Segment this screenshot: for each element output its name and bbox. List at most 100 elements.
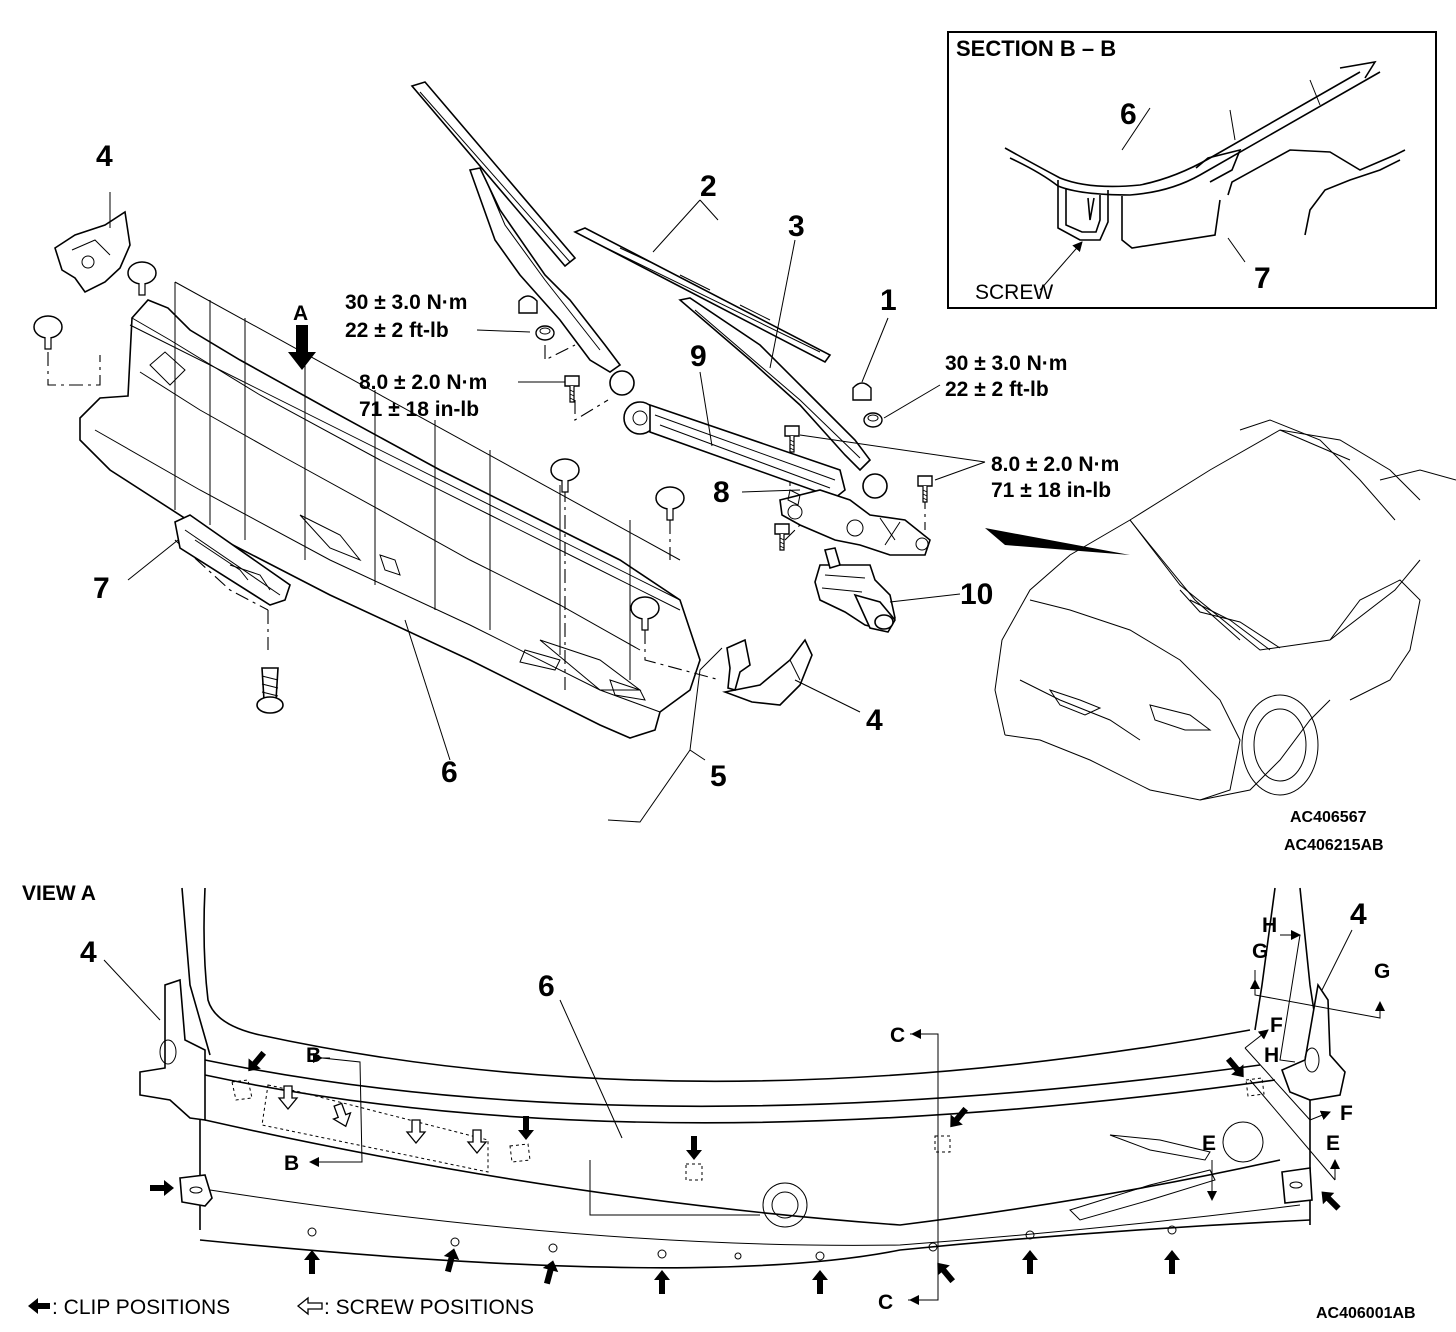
- section-line-f: [1244, 1029, 1269, 1049]
- cowl-inner-line: [209, 1189, 1301, 1246]
- clip-position-13: [686, 1136, 702, 1160]
- alignment-line-1: [47, 352, 101, 386]
- callout-9: 9: [690, 340, 707, 373]
- clip-position-12: [518, 1116, 534, 1140]
- leader-2: [652, 199, 719, 253]
- screw-position-4: [467, 1129, 487, 1154]
- right-lower-vent: [1069, 1169, 1216, 1221]
- right-vent-slot: [1109, 1134, 1211, 1161]
- leader-view-a-6: [559, 999, 623, 1139]
- letter-h-top: H: [1262, 914, 1277, 937]
- leader-7: [127, 539, 179, 581]
- torque-mid-right-inlb: 71 ± 18 in-lb: [991, 479, 1111, 502]
- bolt-right: [917, 475, 933, 503]
- push-clip-5: [726, 638, 751, 691]
- cap-right: [852, 382, 872, 401]
- drain-opening-right: [1222, 1121, 1264, 1163]
- side-cover-hole-right: [1304, 1047, 1320, 1073]
- windshield-edge: [259, 1029, 1251, 1083]
- leader-3: [769, 239, 796, 369]
- wiper-blade-2: [573, 227, 832, 364]
- bottom-clip-holes: [307, 1225, 1177, 1261]
- figure-code-3: AC406001AB: [1316, 1305, 1416, 1322]
- alignment-line-5: [544, 344, 576, 361]
- letter-g-left: G: [1252, 940, 1268, 963]
- wiper-link-assembly: [609, 370, 931, 556]
- nut-right: [863, 412, 883, 428]
- cowl-top-panel: [79, 281, 701, 739]
- letter-b-top: B: [306, 1044, 321, 1067]
- clip-position-5: [812, 1270, 828, 1294]
- clip-position-4: [654, 1270, 670, 1294]
- cap-left: [518, 295, 538, 314]
- letter-g-right: G: [1374, 960, 1390, 983]
- callout-4-lower: 4: [866, 704, 883, 737]
- view-a-callout-6: 6: [538, 970, 555, 1003]
- leader-8: [741, 489, 801, 493]
- section-line-h: [1279, 934, 1301, 1063]
- torque-mid-right-nm: 8.0 ± 2.0 N·m: [991, 453, 1119, 476]
- torque-mid-left-inlb: 71 ± 18 in-lb: [359, 398, 479, 421]
- bracket-right: [1281, 1167, 1313, 1204]
- tapping-screw: [256, 667, 284, 714]
- clip-position-10: [1315, 1185, 1345, 1215]
- view-arrow-label: A: [293, 302, 308, 325]
- section-bb-inset: SECTION B – B 6 7 SCREW: [947, 31, 1437, 309]
- clip-position-14: [944, 1103, 972, 1133]
- view-a-callout-4-left: 4: [80, 936, 97, 969]
- view-a-callout-4-right: 4: [1350, 898, 1367, 931]
- screw-position-3: [406, 1119, 426, 1144]
- torque-top-right-ftlb: 22 ± 2 ft-lb: [945, 378, 1049, 401]
- clip-position-6: [931, 1257, 959, 1287]
- legend-clip-label: : CLIP POSITIONS: [52, 1296, 230, 1319]
- leader-torque-top-left: [476, 329, 531, 333]
- vehicle-locator: [985, 419, 1456, 801]
- exploded-view: 4 2 3 1 9 8 10 7 6 4 5 A 30 ± 3.0 N·m 22…: [33, 81, 1119, 823]
- side-cover-lower-right: [722, 638, 813, 706]
- view-a-side-cover-right: [1280, 982, 1346, 1101]
- clip-position-8: [1164, 1250, 1180, 1274]
- side-cover-upper-left: [54, 210, 131, 294]
- clip-grommet-2: [33, 315, 63, 350]
- leader-10: [889, 593, 961, 603]
- leader-9: [699, 371, 713, 447]
- drain-opening-left: [762, 1182, 808, 1228]
- seal-part-7: [174, 514, 291, 606]
- callout-5: 5: [710, 760, 727, 793]
- leader-torque-top-right: [883, 384, 941, 419]
- wiper-arm-left: [410, 81, 622, 373]
- section-callout-7: 7: [1254, 262, 1271, 295]
- section-line-e: [1249, 1079, 1336, 1181]
- legend-clip-arrow-icon: [28, 1298, 50, 1314]
- leader-1: [861, 317, 889, 383]
- callout-10: 10: [960, 578, 993, 611]
- torque-mid-left-nm: 8.0 ± 2.0 N·m: [359, 371, 487, 394]
- view-arrow-a: [288, 325, 316, 370]
- callout-3: 3: [788, 210, 805, 243]
- bolt-left: [564, 375, 580, 403]
- letter-b-bottom: B: [284, 1152, 299, 1175]
- wiper-motor: [814, 547, 896, 633]
- leader-6: [404, 619, 451, 761]
- torque-top-left-ftlb: 22 ± 2 ft-lb: [345, 319, 449, 342]
- left-pillar-inner: [203, 887, 261, 1036]
- section-bb-title: SECTION B – B: [956, 36, 1116, 61]
- right-pillar-outer: [1254, 887, 1276, 1031]
- callout-1: 1: [880, 284, 897, 317]
- nut-left: [535, 325, 555, 341]
- clip-grommet-3: [550, 458, 580, 493]
- center-box-line: [589, 1160, 760, 1216]
- side-cover-hole-left: [159, 1039, 177, 1065]
- clip-position-15: [1222, 1053, 1250, 1083]
- callout-8: 8: [713, 476, 730, 509]
- legend: : CLIP POSITIONS : SCREW POSITIONS AC406…: [28, 1296, 1416, 1322]
- figure-code-1: AC406567: [1290, 809, 1367, 826]
- leader-5: [607, 647, 723, 823]
- torque-top-left-nm: 30 ± 3.0 N·m: [345, 291, 467, 314]
- bolt-mid: [784, 425, 800, 453]
- section-callout-6: 6: [1120, 98, 1137, 131]
- letter-f-top: F: [1270, 1014, 1283, 1037]
- letter-f-right: F: [1340, 1102, 1353, 1125]
- alignment-line-4: [644, 630, 721, 681]
